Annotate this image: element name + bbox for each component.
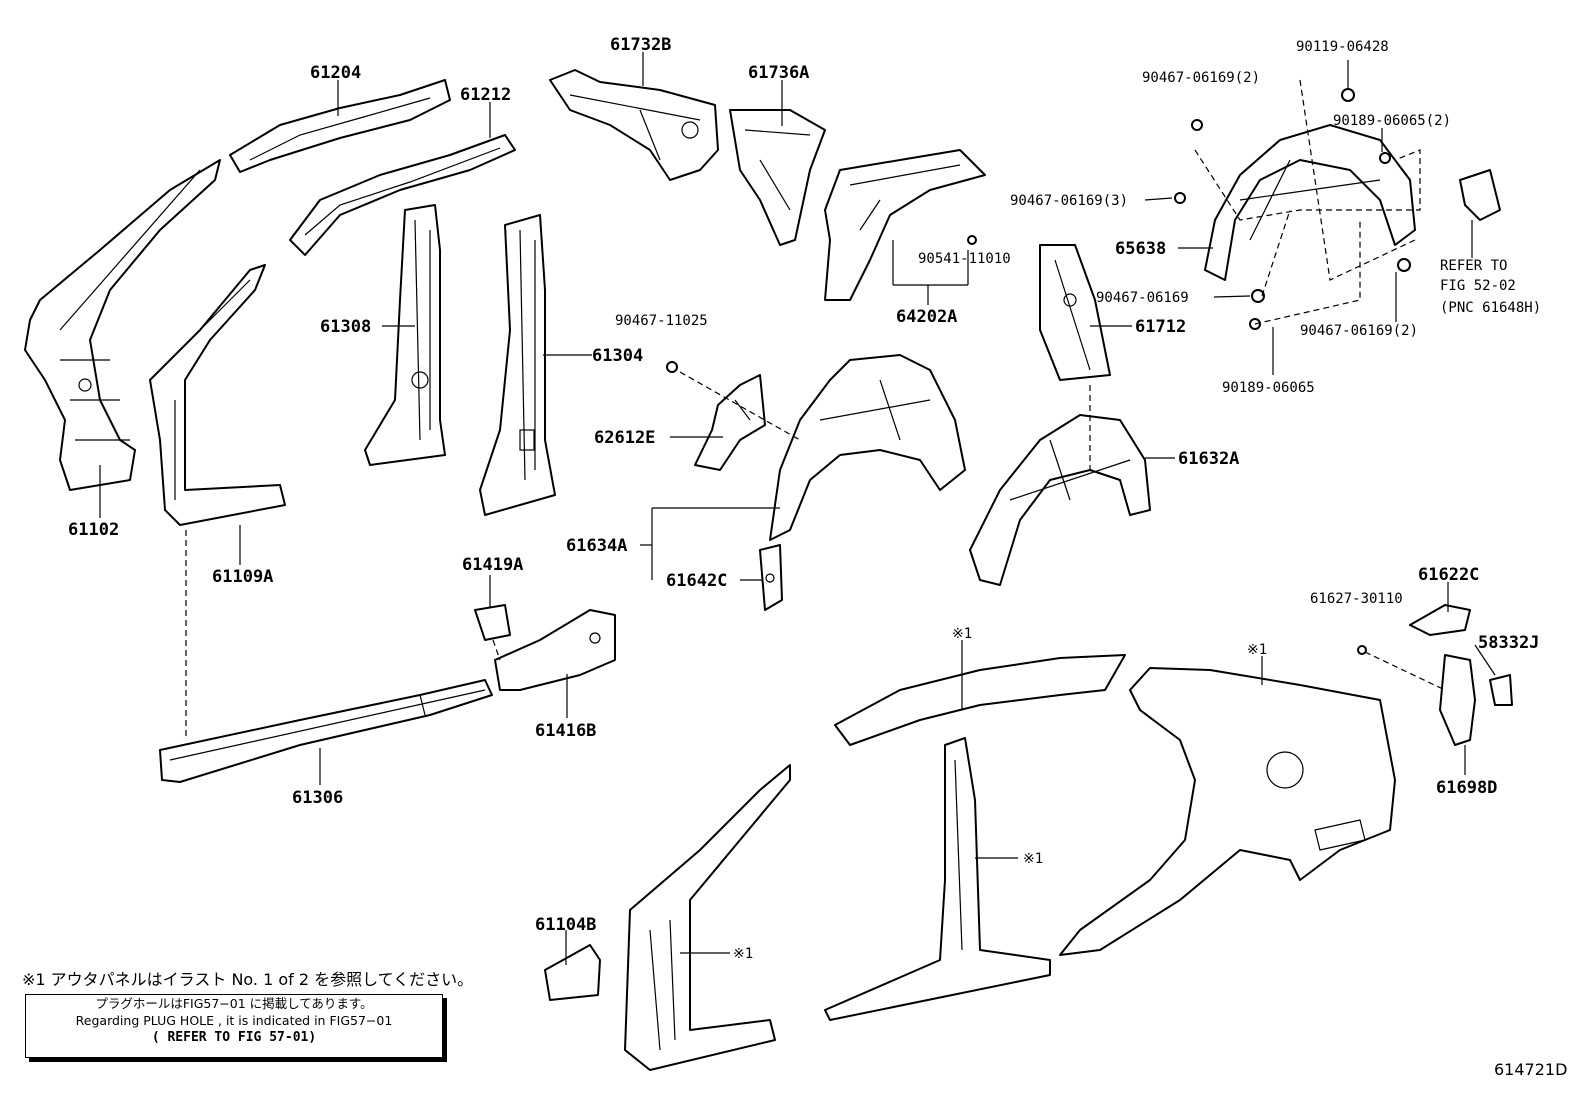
label-90467-11025: 90467-11025 [615,313,708,329]
part-61304 [479,214,556,516]
label-61632A: 61632A [1178,449,1239,469]
label-90119-06428: 90119-06428 [1296,39,1389,55]
label-90467-06169-2-top: 90467-06169(2) [1142,70,1260,86]
refer-fig-52-02-line1: REFER TO [1440,258,1507,274]
refer-fig-52-02-line3: (PNC 61648H) [1440,300,1541,316]
label-61736A: 61736A [748,63,809,83]
part-61306-rocker [159,679,493,783]
part-61736A [729,109,826,246]
part-61622C [1409,604,1471,636]
part-65638 [1204,124,1416,281]
plug-hole-note-box: プラグホールはFIG57−01 に掲載してあります。 Regarding PLU… [25,994,443,1058]
part-61698D [1439,654,1476,746]
part-61732B [549,69,719,181]
plug-hole-refer-link[interactable]: ( REFER TO FIG 57-01) [151,1030,317,1045]
part-58332J [1489,674,1513,706]
label-61109A: 61109A [212,567,273,587]
part-64202A [824,149,986,301]
part-roof-side-outer [834,654,1126,746]
part-61634A [769,354,966,541]
label-90467-06169-2-right: 90467-06169(2) [1300,323,1418,339]
label-61642C: 61642C [666,571,727,591]
label-58332J: 58332J [1478,633,1539,653]
ref-mark-a-pillar: ※1 [733,946,753,962]
part-quarter-panel-outer [1059,667,1396,956]
plug-hole-note-en: Regarding PLUG HOLE , it is indicated in… [75,1013,393,1028]
outer-panel-note: ※1 アウタパネルはイラスト No. 1 of 2 を参照してください。 [22,970,474,989]
label-62612E: 62612E [594,428,655,448]
part-center-pillar-outer [824,737,1051,1021]
label-61622C: 61622C [1418,565,1479,585]
part-61712 [1039,244,1111,381]
label-61308: 61308 [320,317,371,337]
part-61104B [544,944,601,1001]
part-61648H-bracket [1459,169,1501,221]
label-61634A: 61634A [566,536,627,556]
part-62612E [694,374,766,471]
label-61306: 61306 [292,788,343,808]
leader-lines [99,52,1496,965]
label-65638: 65638 [1115,239,1166,259]
part-61212 [289,134,516,256]
label-61732B: 61732B [610,35,671,55]
part-61642C [759,544,783,611]
part-61308 [364,204,446,466]
label-61104B: 61104B [535,915,596,935]
label-61698D: 61698D [1436,778,1497,798]
part-61632A [969,414,1151,586]
label-90541-11010: 90541-11010 [918,251,1011,267]
ref-mark-roof: ※1 [952,626,972,642]
label-61627-30110: 61627-30110 [1310,591,1403,607]
dashed-lines [185,79,1446,740]
refer-fig-52-02-line2: FIG 52-02 [1440,278,1516,294]
label-90467-06169: 90467-06169 [1096,290,1189,306]
figure-id: 614721D [1494,1060,1568,1079]
part-61416B [494,609,616,691]
part-61204 [229,79,451,173]
label-61102: 61102 [68,520,119,540]
part-61109A [149,264,286,526]
label-90189-06065: 90189-06065 [1222,380,1315,396]
label-90189-06065-2: 90189-06065(2) [1333,113,1451,129]
fastener-icons [666,88,1411,655]
label-61712: 61712 [1135,317,1186,337]
label-64202A: 64202A [896,307,957,327]
part-61102-front-pillar [24,159,221,491]
label-61419A: 61419A [462,555,523,575]
label-61304: 61304 [592,346,643,366]
label-61212: 61212 [460,85,511,105]
plug-hole-note-jp: プラグホールはFIG57−01 に掲載してあります。 [95,996,373,1011]
part-61419A [474,604,511,641]
label-61204: 61204 [310,63,361,83]
part-front-pillar-outer [624,764,791,1071]
ref-mark-quarter: ※1 [1247,642,1267,658]
label-61416B: 61416B [535,721,596,741]
label-90467-06169-3: 90467-06169(3) [1010,193,1128,209]
ref-mark-c-pillar: ※1 [1023,851,1043,867]
